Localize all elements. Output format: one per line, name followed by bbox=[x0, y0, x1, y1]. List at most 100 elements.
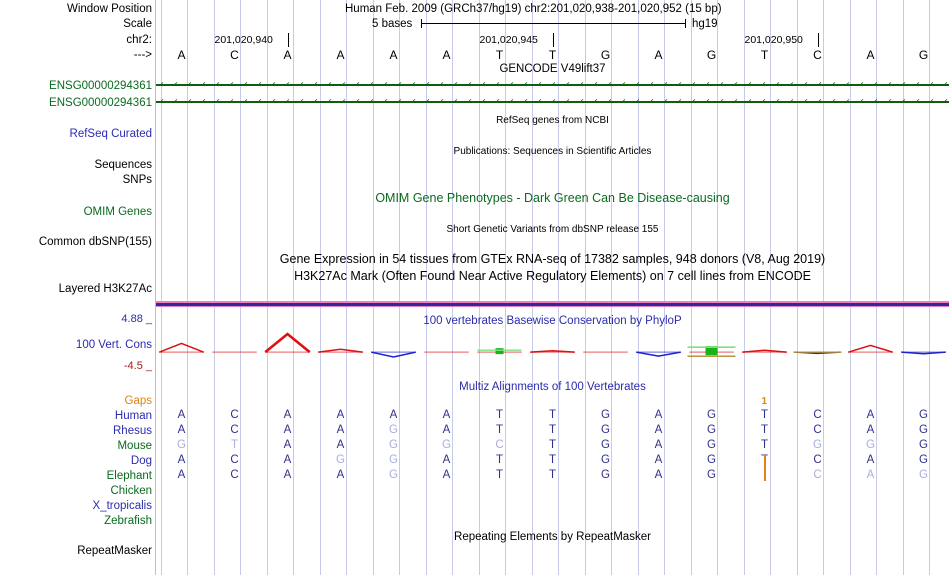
strand-arrow-icon: ‹ bbox=[538, 79, 542, 90]
multiz-base: T bbox=[495, 469, 504, 481]
label-species-chicken[interactable]: Chicken bbox=[110, 485, 152, 497]
multiz-base: G bbox=[389, 439, 398, 451]
strand-arrow-icon: ‹ bbox=[370, 79, 374, 90]
strand-arrow-icon: ‹ bbox=[580, 79, 584, 90]
multiz-base: A bbox=[866, 454, 875, 466]
label-species-elephant[interactable]: Elephant bbox=[106, 470, 152, 482]
label-gencode-row-1[interactable]: ENSG00000294361 bbox=[49, 97, 152, 109]
multiz-species-row[interactable]: ACAGGATTGAGTCAG bbox=[155, 453, 950, 468]
strand-arrow-icon: ‹ bbox=[202, 96, 206, 107]
strand-arrow-icon: ‹ bbox=[258, 96, 262, 107]
gencode-transcript-row-1[interactable]: ‹‹‹‹‹‹‹‹‹‹‹‹‹‹‹‹‹‹‹‹‹‹‹‹‹‹‹‹‹‹‹‹‹‹‹‹‹‹‹‹… bbox=[156, 96, 949, 107]
label-sequences[interactable]: Sequences bbox=[94, 159, 152, 171]
ruler-base: G bbox=[706, 48, 717, 62]
label-species-human[interactable]: Human bbox=[114, 410, 152, 422]
strand-arrow-icon: ‹ bbox=[482, 96, 486, 107]
label-repeatmasker[interactable]: RepeatMasker bbox=[77, 545, 152, 557]
label-species-rhesus[interactable]: Rhesus bbox=[113, 425, 152, 437]
label-strand-arrow: ---> bbox=[133, 49, 152, 61]
strand-arrow-icon: ‹ bbox=[608, 96, 612, 107]
multiz-base: T bbox=[760, 439, 769, 451]
label-layered-h3k27ac[interactable]: Layered H3K27Ac bbox=[58, 283, 152, 295]
label-100-vert-cons[interactable]: 100 Vert. Cons bbox=[75, 339, 152, 351]
strand-arrow-icon: ‹ bbox=[328, 96, 332, 107]
multiz-base: C bbox=[230, 454, 239, 466]
multiz-base: G bbox=[707, 424, 716, 436]
strand-arrow-icon: ‹ bbox=[356, 96, 360, 107]
ruler-position-tick bbox=[288, 33, 289, 47]
multiz-base: C bbox=[230, 469, 239, 481]
multiz-base: C bbox=[813, 454, 822, 466]
ruler-base: C bbox=[813, 48, 822, 62]
strand-arrow-icon: ‹ bbox=[916, 79, 920, 90]
label-common-dbsnp[interactable]: Common dbSNP(155) bbox=[38, 236, 152, 248]
strand-arrow-icon: ‹ bbox=[244, 96, 248, 107]
strand-arrow-icon: ‹ bbox=[776, 96, 780, 107]
multiz-base: G bbox=[601, 409, 610, 421]
alignment-gap-marker bbox=[763, 455, 766, 481]
strand-arrow-icon: ‹ bbox=[244, 79, 248, 90]
conservation-highlight-block bbox=[705, 346, 718, 356]
label-gencode-row-0[interactable]: ENSG00000294361 bbox=[49, 80, 152, 92]
multiz-base: T bbox=[495, 424, 504, 436]
strand-arrow-icon: ‹ bbox=[804, 96, 808, 107]
multiz-base: A bbox=[336, 409, 345, 421]
dbsnp-center-label: Short Genetic Variants from dbSNP releas… bbox=[446, 224, 659, 235]
strand-arrow-icon: ‹ bbox=[678, 96, 682, 107]
conservation-center-label: 100 vertebrates Basewise Conservation by… bbox=[423, 315, 682, 327]
ruler-position-label: 201,020,950 bbox=[744, 34, 803, 46]
multiz-base: A bbox=[654, 469, 663, 481]
strand-arrow-icon: ‹ bbox=[566, 79, 570, 90]
strand-arrow-icon: ‹ bbox=[230, 96, 234, 107]
strand-arrow-icon: ‹ bbox=[370, 96, 374, 107]
ruler-base: A bbox=[866, 48, 875, 62]
multiz-base: A bbox=[177, 469, 186, 481]
strand-arrow-icon: ‹ bbox=[902, 79, 906, 90]
omim-center-label: OMIM Gene Phenotypes - Dark Green Can Be… bbox=[375, 191, 730, 205]
multiz-species-row[interactable] bbox=[155, 513, 950, 528]
conservation-plot[interactable] bbox=[155, 332, 950, 368]
label-species-dog[interactable]: Dog bbox=[130, 455, 152, 467]
label-omim-genes[interactable]: OMIM Genes bbox=[83, 206, 152, 218]
label-species-zebrafish[interactable]: Zebrafish bbox=[104, 515, 152, 527]
label-species-mouse[interactable]: Mouse bbox=[117, 440, 152, 452]
multiz-base: A bbox=[283, 469, 292, 481]
strand-arrow-icon: ‹ bbox=[748, 96, 752, 107]
strand-arrow-icon: ‹ bbox=[902, 96, 906, 107]
multiz-base: G bbox=[919, 439, 928, 451]
publications-center-label: Publications: Sequences in Scientific Ar… bbox=[453, 146, 652, 157]
ruler-base: A bbox=[177, 48, 186, 62]
strand-arrow-icon: ‹ bbox=[720, 96, 724, 107]
multiz-species-row[interactable] bbox=[155, 498, 950, 513]
strand-arrow-icon: ‹ bbox=[174, 79, 178, 90]
multiz-center-label: Multiz Alignments of 100 Vertebrates bbox=[459, 381, 646, 393]
gencode-transcript-row-0[interactable]: ‹‹‹‹‹‹‹‹‹‹‹‹‹‹‹‹‹‹‹‹‹‹‹‹‹‹‹‹‹‹‹‹‹‹‹‹‹‹‹‹… bbox=[156, 79, 949, 90]
multiz-base: G bbox=[707, 439, 716, 451]
h3k27ac-signal-bar[interactable] bbox=[156, 301, 949, 308]
multiz-species-row[interactable] bbox=[155, 483, 950, 498]
label-scale: Scale bbox=[123, 18, 152, 30]
alignment-gap-count: 1 bbox=[761, 396, 768, 407]
ruler-base: T bbox=[548, 48, 557, 62]
ruler-base: G bbox=[600, 48, 611, 62]
multiz-base: G bbox=[919, 454, 928, 466]
cons-max-value: 4.88 _ bbox=[121, 313, 152, 325]
label-species-x-tropicalis[interactable]: X_tropicalis bbox=[92, 500, 152, 512]
strand-arrow-icon: ‹ bbox=[650, 79, 654, 90]
label-snps[interactable]: SNPs bbox=[122, 174, 152, 186]
strand-arrow-icon: ‹ bbox=[174, 96, 178, 107]
strand-arrow-icon: ‹ bbox=[426, 79, 430, 90]
strand-arrow-icon: ‹ bbox=[790, 96, 794, 107]
label-refseq-curated[interactable]: RefSeq Curated bbox=[69, 128, 152, 140]
strand-arrow-icon: ‹ bbox=[342, 96, 346, 107]
strand-arrow-icon: ‹ bbox=[846, 79, 850, 90]
multiz-base: A bbox=[336, 424, 345, 436]
label-chrom: chr2: bbox=[126, 34, 152, 46]
label-gaps: Gaps bbox=[124, 395, 153, 407]
